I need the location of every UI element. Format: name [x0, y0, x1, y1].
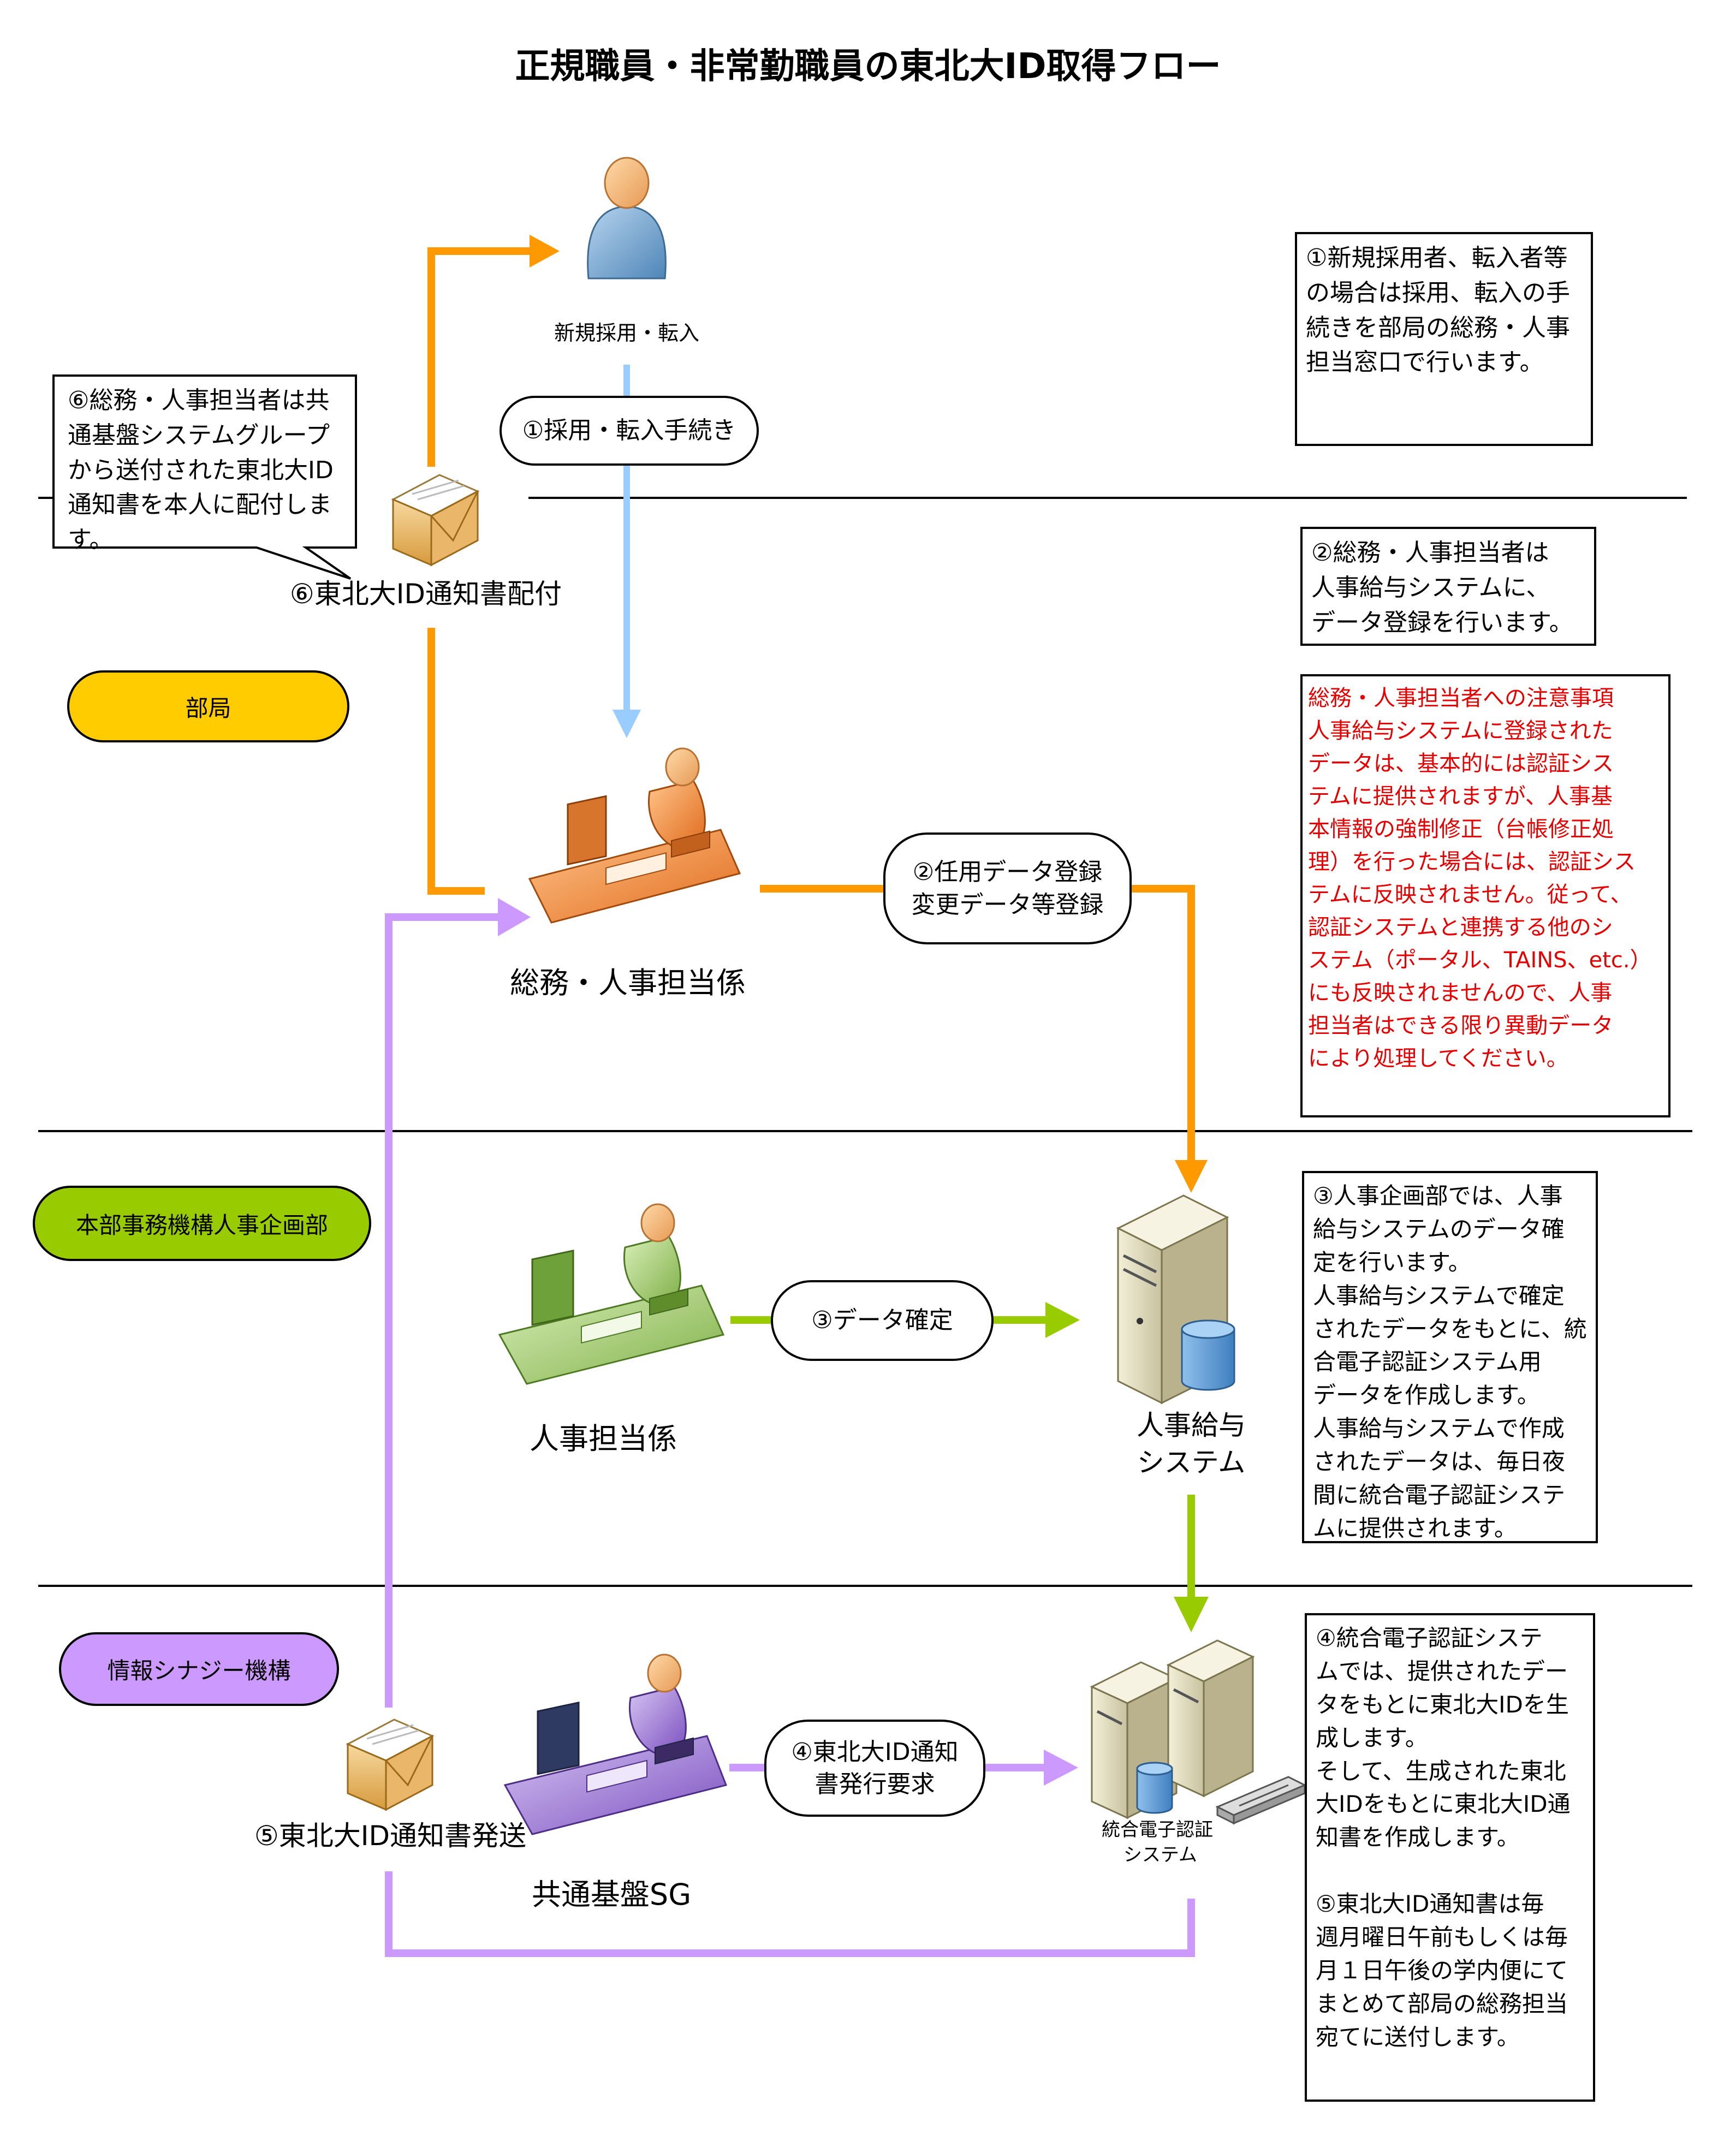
step1-pill: ①採用・転入手続き [500, 396, 759, 466]
flow-green-provide [1174, 1495, 1209, 1632]
note-step1: ①新規採用者、転入者等 の場合は採用、転入の手 続きを部局の総務・人事 担当窓口… [1295, 232, 1593, 446]
page-title: 正規職員・非常勤職員の東北大ID取得フロー [515, 46, 1221, 87]
step2-pill: ②任用データ登録 変更データ等登録 [883, 832, 1132, 944]
note-warning: 総務・人事担当者への注意事項 人事給与システムに登録された データは、基本的には… [1300, 674, 1670, 1117]
office-worker-desk-icon [528, 747, 741, 924]
note-step4-5: ④統合電子認証システ ムでは、提供されたデー タをもとに東北大IDを生 成します… [1305, 1613, 1595, 2102]
note-step6-text: ⑥総務・人事担当者は共 通基盤システムグループ から送付された東北大ID 通知書… [68, 386, 334, 554]
section-dividers [38, 497, 1692, 1587]
arrowhead [1175, 1160, 1208, 1193]
flow-purple-request [729, 1750, 1078, 1786]
section-badge-joho: 情報シナジー機構 [59, 1632, 339, 1706]
server-cluster-icon [1090, 1639, 1307, 1825]
section-badge-honbu: 本部事務機構人事企画部 [33, 1186, 371, 1261]
node-label-jinji-kyuyo-system: 人事給与 システム [1137, 1410, 1246, 1478]
arrowhead [530, 235, 560, 267]
step5-label: ⑤東北大ID通知書発送 [254, 1820, 527, 1852]
step4-pill: ④東北大ID通知 書発行要求 [764, 1720, 985, 1817]
callout-bubble [52, 374, 357, 580]
node-label-kyotsu-sg: 共通基盤SG [531, 1877, 692, 1912]
arrowhead [498, 898, 531, 936]
node-label-new-hire: 新規採用・転入 [554, 321, 699, 345]
envelope-icon [346, 1718, 435, 1811]
node-label-togo-system: 統合電子認証 システム [1102, 1819, 1213, 1866]
flow-green-confirm [730, 1302, 1080, 1338]
office-worker-desk-icon [503, 1654, 728, 1835]
flow-orange-registration [760, 885, 1195, 1162]
step6-label: ⑥東北大ID通知書配付 [289, 578, 562, 610]
section-badge-bukyoku: 部局 [67, 670, 349, 742]
node-label-jinji-tanto: 人事担当係 [530, 1422, 677, 1456]
flow-purple-delivery [385, 913, 1195, 1957]
server-icon [1116, 1194, 1235, 1405]
node-label-soumu: 総務・人事担当係 [510, 966, 746, 1000]
note-step3: ③人事企画部では、人事 給与システムのデータ確 定を行います。 人事給与システム… [1302, 1171, 1598, 1543]
note-step6: ⑥総務・人事担当者は共 通基盤システムグループ から送付された東北大ID 通知書… [53, 376, 356, 554]
office-worker-desk-icon [498, 1203, 725, 1385]
step3-pill: ③データ確定 [771, 1280, 994, 1361]
note-step2: ②総務・人事担当者は 人事給与システムに、 データ登録を行います。 [1300, 527, 1596, 646]
flow-orange-distribution [427, 247, 532, 895]
envelope-icon [391, 474, 480, 567]
person-icon [587, 157, 667, 279]
